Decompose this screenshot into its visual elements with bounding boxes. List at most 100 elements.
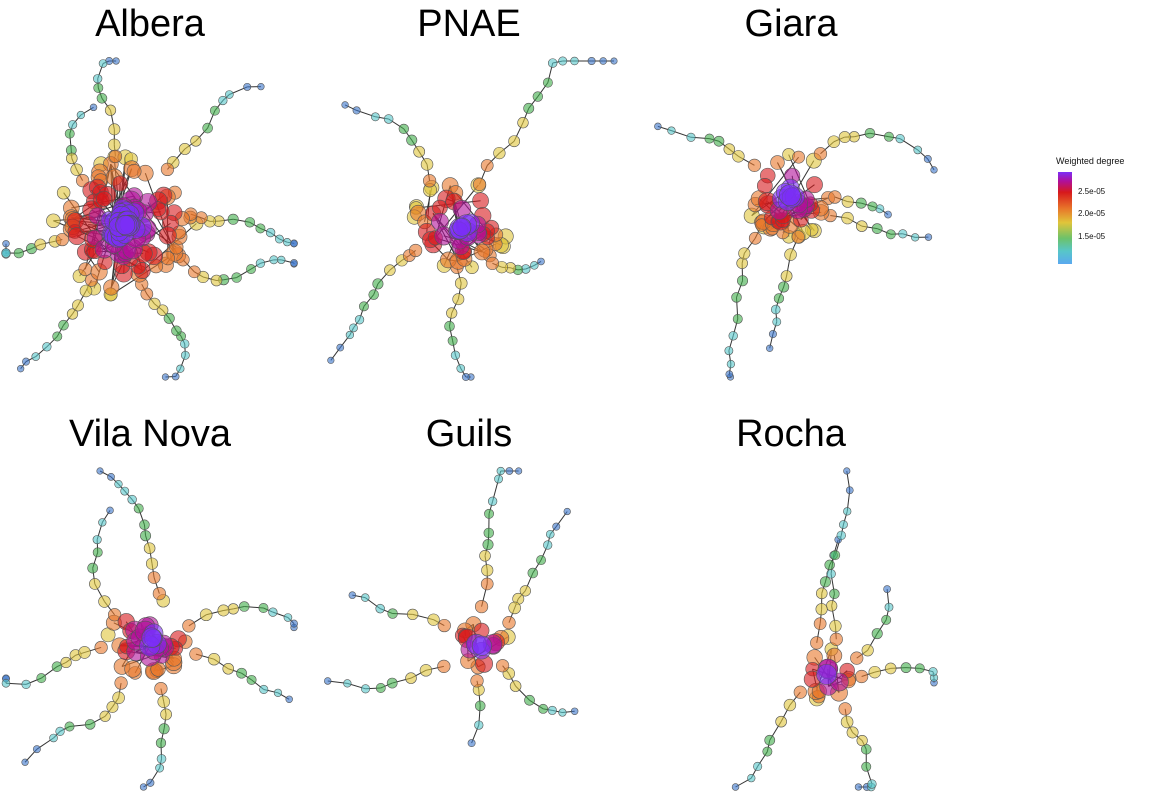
- panel-title-vila-nova: Vila Nova: [69, 413, 231, 455]
- network-node: [31, 352, 41, 361]
- network-node: [570, 56, 579, 66]
- network-node: [160, 708, 172, 721]
- network-node: [450, 350, 461, 360]
- network-node: [145, 557, 159, 570]
- network-node: [532, 91, 544, 102]
- network-node: [495, 659, 510, 673]
- network-node: [446, 307, 458, 319]
- network-node: [46, 213, 61, 228]
- network-node: [502, 616, 516, 630]
- network-node: [349, 323, 358, 333]
- network-node: [36, 673, 47, 684]
- network-node: [867, 201, 878, 212]
- network-node: [158, 226, 177, 245]
- network-node: [485, 256, 500, 270]
- network-node: [825, 600, 838, 612]
- network-node: [884, 602, 894, 612]
- network-node: [115, 215, 136, 236]
- network-node: [343, 679, 352, 688]
- network-node: [471, 635, 492, 656]
- network-node: [112, 175, 129, 192]
- network-node: [290, 239, 298, 248]
- network-node: [784, 248, 797, 261]
- network-node: [452, 293, 465, 306]
- network-node: [530, 261, 539, 270]
- network-node: [277, 255, 286, 265]
- network-node: [461, 373, 470, 381]
- network-node: [290, 619, 298, 628]
- network-node: [480, 159, 494, 172]
- network-node: [772, 317, 782, 327]
- network-node: [523, 102, 535, 114]
- network-pnae: [327, 56, 618, 381]
- network-node: [406, 608, 419, 621]
- network-node: [106, 701, 119, 713]
- network-node: [120, 486, 130, 496]
- network-node: [210, 274, 223, 287]
- network-node: [231, 272, 242, 283]
- network-node: [519, 585, 531, 597]
- network-node: [806, 176, 823, 194]
- network-node: [383, 114, 394, 124]
- network-node: [160, 162, 175, 177]
- network-node: [147, 571, 161, 584]
- network-node: [160, 251, 175, 266]
- legend-title: Weighted degree: [1056, 156, 1125, 166]
- network-node: [484, 508, 495, 519]
- network-node: [246, 264, 256, 275]
- network-node: [146, 778, 155, 787]
- network-node: [238, 601, 250, 612]
- network-node: [810, 636, 824, 650]
- legend-tick-label: 2.0e-05: [1078, 209, 1106, 218]
- network-node: [747, 158, 762, 172]
- network-node: [171, 372, 180, 381]
- network-node: [447, 335, 458, 346]
- network-node: [107, 608, 122, 622]
- network-node: [114, 676, 128, 690]
- network-node: [361, 593, 370, 602]
- network-node: [345, 330, 355, 340]
- network-node: [42, 342, 52, 352]
- network-node: [867, 779, 877, 789]
- network-rocha: [731, 467, 939, 792]
- network-node: [563, 507, 571, 516]
- network-node: [133, 503, 144, 514]
- network-node: [726, 360, 736, 369]
- network-node: [480, 577, 494, 591]
- network-node: [257, 83, 265, 91]
- network-node: [505, 467, 514, 475]
- network-node: [898, 229, 908, 239]
- network-node: [778, 184, 801, 207]
- network-node: [861, 761, 872, 772]
- network-node: [141, 627, 162, 648]
- network-node: [474, 720, 484, 730]
- network-node: [731, 292, 742, 303]
- network-node: [398, 123, 409, 134]
- network-node: [76, 110, 85, 120]
- network-node: [190, 135, 202, 147]
- network-node: [32, 745, 41, 754]
- network-node: [227, 213, 239, 225]
- network-node: [265, 227, 276, 238]
- network-node: [180, 350, 190, 360]
- network-node: [139, 783, 148, 791]
- network-node: [456, 364, 466, 373]
- network-node: [78, 646, 91, 659]
- network-node: [55, 726, 65, 736]
- network-node: [542, 77, 553, 88]
- network-vila-nova: [1, 467, 298, 791]
- network-node: [923, 154, 932, 163]
- network-node: [725, 370, 734, 379]
- panel-title-rocha: Rocha: [736, 413, 846, 455]
- network-node: [348, 591, 357, 599]
- network-node: [96, 467, 104, 475]
- network-node: [87, 562, 99, 574]
- network-node: [895, 134, 905, 144]
- network-node: [829, 632, 843, 646]
- panel-title-guils: Guils: [425, 413, 513, 455]
- network-node: [538, 703, 549, 714]
- network-node: [96, 93, 108, 104]
- network-node: [56, 185, 71, 200]
- network-node: [481, 564, 494, 577]
- network-node: [127, 494, 137, 505]
